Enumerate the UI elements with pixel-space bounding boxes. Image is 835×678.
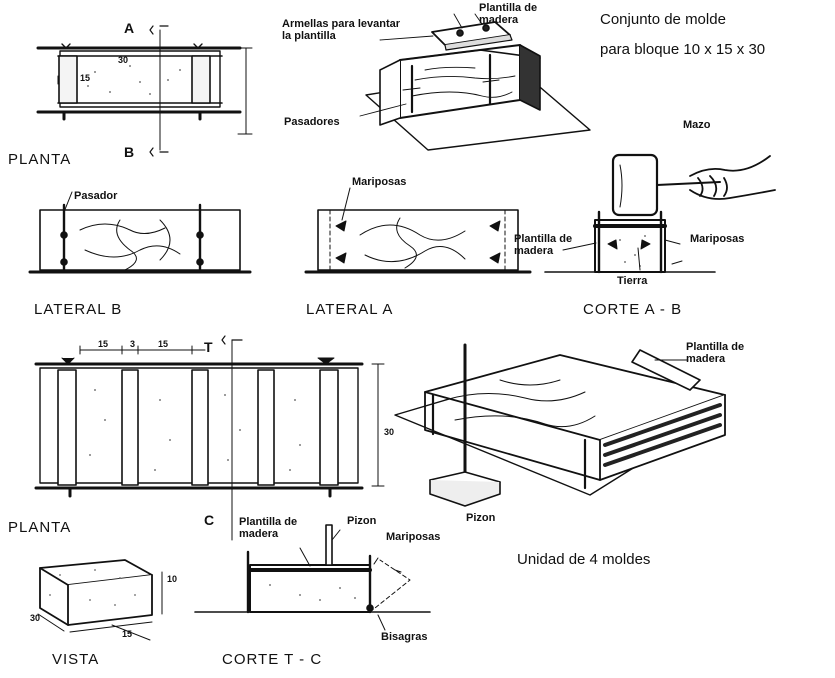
label-pasadores: Pasadores — [284, 116, 340, 128]
label-plantilla-top: Plantilla de madera — [479, 2, 538, 26]
dim-block-width: 15 — [122, 629, 133, 639]
plan-single-mold — [36, 25, 253, 157]
label-mazo: Mazo — [683, 119, 711, 131]
label-plantilla-tc: Plantilla de madera — [239, 516, 298, 540]
label-tierra: Tierra — [617, 275, 648, 287]
section-mark-a: A — [124, 20, 135, 36]
caption-lateral-a: LATERAL A — [306, 301, 394, 318]
label-plantilla-unit: Plantilla de madera — [686, 341, 745, 365]
section-tc — [194, 524, 431, 631]
caption-planta-top: PLANTA — [8, 151, 72, 168]
label-bisagras: Bisagras — [381, 631, 428, 643]
title-line-2: para bloque 10 x 15 x 30 — [600, 41, 766, 58]
caption-planta-bottom: PLANTA — [8, 519, 72, 536]
unit-caption: Unidad de 4 moldes — [517, 551, 651, 568]
section-mark-b: B — [124, 144, 135, 160]
label-mariposas-lateral: Mariposas — [352, 176, 407, 188]
label-pizon-unit: Pizon — [466, 512, 496, 524]
label-armellas: Armellas para levantar la plantilla — [282, 18, 401, 42]
block-view — [37, 559, 163, 641]
label-mariposas-tc: Mariposas — [386, 531, 441, 543]
dim-unit-a: 15 — [98, 339, 109, 349]
title-line-1: Conjunto de molde — [600, 11, 726, 28]
dim-unit-depth: 30 — [384, 427, 395, 437]
label-pizon-tc: Pizon — [347, 515, 377, 527]
dim-unit-b: 3 — [130, 339, 136, 349]
label-pasador: Pasador — [74, 190, 118, 202]
dim-plan-length: 30 — [118, 55, 129, 65]
section-mark-c: C — [204, 512, 215, 528]
lateral-b-view — [28, 191, 252, 274]
dim-block-length: 30 — [30, 613, 41, 623]
perspective-four-molds — [394, 343, 726, 507]
caption-vista: VISTA — [52, 651, 100, 668]
caption-corte-ab: CORTE A - B — [583, 301, 683, 318]
section-ab — [544, 153, 776, 274]
lateral-a-view — [304, 187, 532, 274]
dim-unit-c: 15 — [158, 339, 169, 349]
dim-block-height: 10 — [167, 574, 178, 584]
plan-four-molds — [34, 335, 385, 541]
caption-corte-tc: CORTE T - C — [222, 651, 323, 668]
label-mariposas-corte: Mariposas — [690, 233, 745, 245]
label-plantilla-corte: Plantilla de madera — [514, 233, 573, 257]
perspective-mold-top — [359, 13, 591, 151]
section-mark-t: T — [204, 339, 213, 355]
dim-plan-width: 15 — [80, 73, 91, 83]
caption-lateral-b: LATERAL B — [34, 301, 123, 318]
